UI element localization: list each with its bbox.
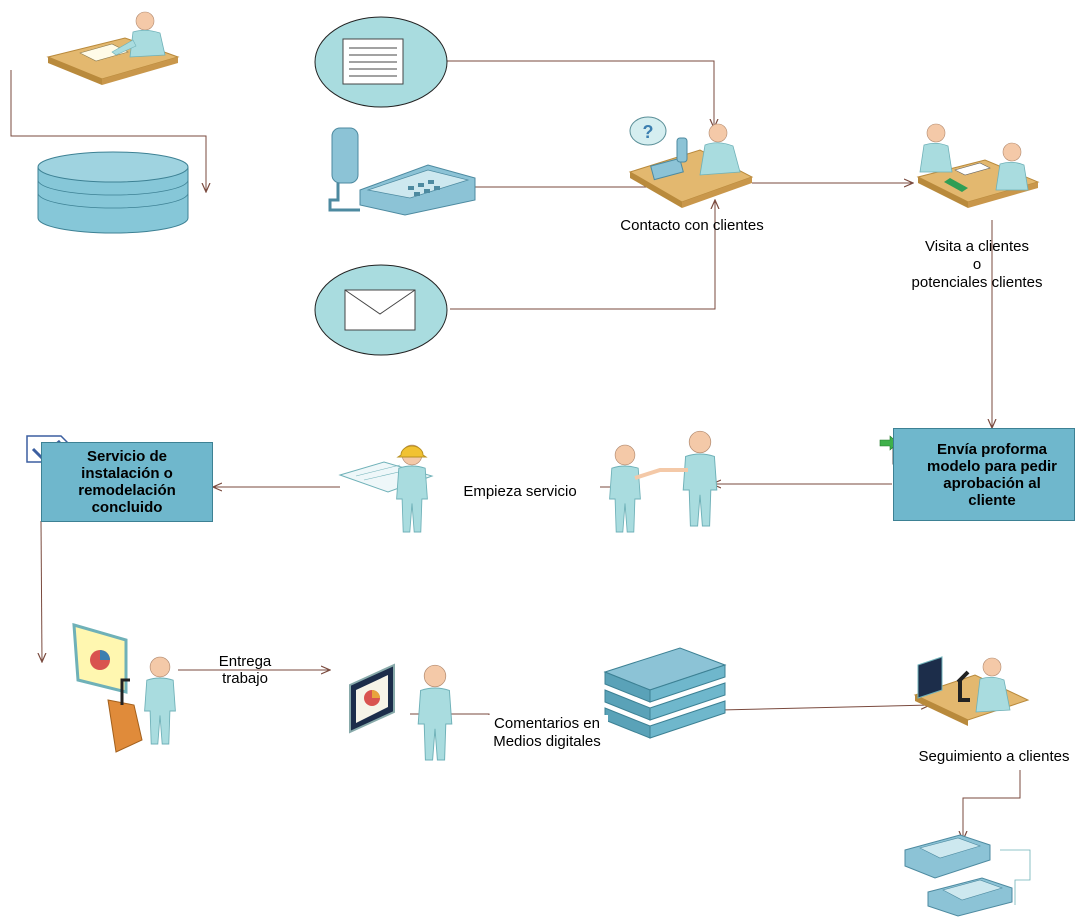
- stacked-books-icon: [603, 647, 727, 739]
- client-meeting-icon: [916, 123, 1040, 208]
- document-circle-icon: [314, 16, 448, 108]
- envelope-circle-icon: [314, 264, 448, 356]
- telephones-icon: [904, 834, 1031, 917]
- box-servicio-text: Servicio de instalación o remodelación c…: [78, 448, 176, 516]
- presenter-podium-icon: [72, 622, 176, 753]
- label-empieza: Empieza servicio: [440, 483, 600, 501]
- svg-text:?: ?: [643, 122, 654, 142]
- box-envia-proforma: Envía proforma modelo para pedir aprobac…: [893, 428, 1075, 521]
- label-visita: Visita a clientes o potenciales clientes: [911, 238, 1043, 291]
- desk-worker-icon: [46, 11, 180, 85]
- box-envia-text: Envía proforma modelo para pedir aprobac…: [926, 440, 1058, 509]
- label-comentarios: Comentarios en Medios digitales: [486, 715, 608, 751]
- connector-email-to-contact: [450, 200, 715, 310]
- connector-document-to-contact: [443, 60, 714, 128]
- connector-research-to-phones: [963, 770, 1021, 840]
- connector-books-to-research: [719, 705, 930, 711]
- handshake-icon: [609, 430, 718, 533]
- box-servicio-concluido: Servicio de instalación o remodelación c…: [41, 442, 213, 522]
- connector-desk-to-database: [10, 70, 206, 192]
- presentation-board-icon: [349, 663, 453, 761]
- engineer-blueprint-icon: [338, 444, 434, 533]
- call-center-agent-icon: ?: [628, 116, 754, 208]
- label-contacto: Contacto con clientes: [620, 217, 764, 234]
- researcher-microscope-icon: [913, 656, 1030, 726]
- telephone-fax-icon: [328, 127, 476, 216]
- database-cylinder-icon: [37, 151, 189, 234]
- label-entrega: Entrega trabajo: [218, 653, 272, 687]
- connector-service-to-presenter: [41, 520, 42, 662]
- label-seguimiento: Seguimiento a clientes: [918, 748, 1070, 765]
